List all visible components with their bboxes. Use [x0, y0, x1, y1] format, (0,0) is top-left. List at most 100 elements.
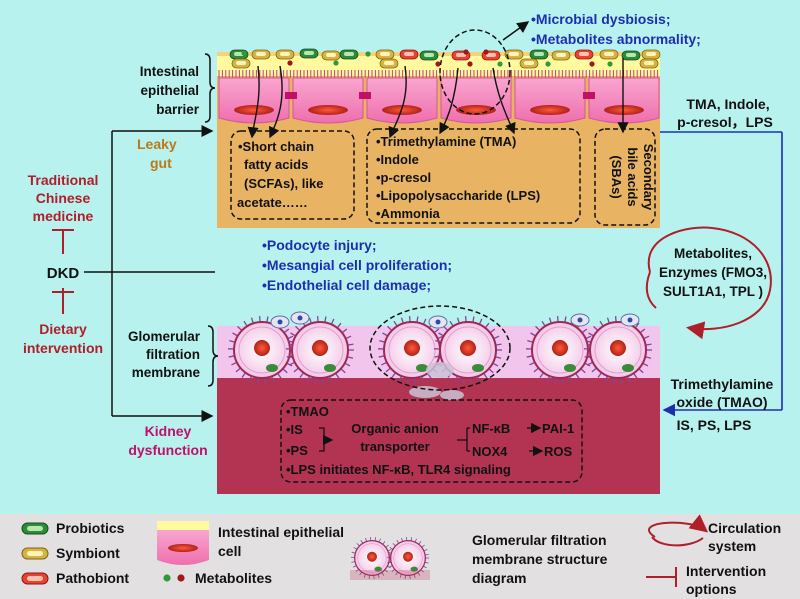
metabolite-dot	[365, 51, 371, 57]
legend-epithelial-cell-swatch	[157, 521, 209, 565]
right-circulation	[645, 131, 783, 417]
scfa-line-2: fatty acids	[244, 157, 308, 172]
bacterium	[621, 50, 641, 61]
membrane-label-3: membrane	[132, 365, 201, 380]
toxin-line-1: •Trimethylamine (TMA)	[376, 134, 516, 149]
legend-circulation-2: system	[708, 538, 756, 554]
circ-tmao-1: Trimethylamine	[671, 376, 774, 392]
legend-glomerular-membrane-swatch	[350, 536, 430, 580]
tight-junction	[359, 92, 371, 99]
bacterium	[504, 49, 524, 60]
circ-top-1: TMA, Indole,	[686, 96, 769, 112]
circ-loop-3: SULT1A1, TPL )	[663, 284, 763, 299]
bacterium	[275, 49, 295, 60]
metabolite-dot	[467, 61, 473, 67]
glomerulus	[386, 536, 430, 580]
epithelial-cell	[514, 77, 586, 124]
bacterium	[551, 50, 571, 61]
kbox-lps: •LPS initiates NF-κB, TLR4 signaling	[286, 462, 511, 477]
dkd-label: DKD	[47, 265, 80, 282]
text-layer: •Microbial dysbiosis; •Metabolites abnor…	[23, 11, 781, 597]
scfa-line-1: •Short chain	[238, 139, 314, 154]
bacterium	[299, 48, 319, 59]
barrier-label-3: barrier	[156, 102, 200, 117]
legend-probiotics: Probiotics	[56, 520, 125, 536]
cell-debris	[409, 386, 441, 398]
legend-intervention-swatch	[646, 567, 677, 587]
legend-probiotics-swatch	[21, 522, 49, 535]
kidney-injury-1: •Podocyte injury;	[262, 237, 377, 253]
dysbiosis-line-2: •Metabolites abnormality;	[531, 31, 701, 47]
cell-debris	[440, 390, 464, 400]
metabolite-dot	[497, 61, 503, 67]
toxin-line-4: •Lipopolysaccharide (LPS)	[376, 188, 540, 203]
epithelial-cell	[218, 77, 290, 124]
diet-label-1: Dietary	[39, 321, 87, 337]
glomerulus	[350, 536, 394, 580]
sba-line-2: bile acids	[625, 147, 640, 206]
toxin-line-5: •Ammonia	[376, 206, 441, 221]
kbox-tmao: •TMAO	[286, 404, 329, 419]
metabolite-dot	[287, 60, 293, 66]
bacterium	[379, 58, 399, 69]
gut-lumen-background	[217, 52, 660, 228]
legend-intervention-2: options	[686, 581, 737, 597]
epithelial-cell	[440, 77, 512, 124]
bacterium	[251, 49, 271, 60]
metabolite-dot	[545, 61, 551, 67]
kidney-mechanism-box	[280, 399, 583, 483]
glomerulus	[583, 316, 652, 384]
kidney-panel	[207, 305, 660, 494]
metabolites-circulation-loop	[647, 226, 772, 340]
tcm-label-3: medicine	[33, 208, 94, 224]
metabolite-dot	[483, 49, 489, 55]
legend-pathobiont: Pathobiont	[56, 570, 129, 586]
toxin-line-2: •Indole	[376, 152, 419, 167]
barrier-label-2: epithelial	[140, 83, 199, 98]
barrier-label-1: Intestinal	[140, 64, 199, 79]
dysbiosis-pointer-arrow	[502, 21, 530, 41]
legend-symbiont: Symbiont	[56, 545, 120, 561]
metabolite-dot	[241, 50, 247, 56]
tight-junction	[285, 92, 297, 99]
kidney-dysfunction-1: Kidney	[145, 423, 192, 439]
legend-metabolites-swatch	[163, 574, 185, 582]
membrane-label-2: filtration	[146, 347, 200, 362]
legend-kidney-band	[350, 570, 430, 580]
scfa-line-4: acetate……	[237, 195, 308, 210]
microvilli-row	[218, 70, 659, 78]
kbox-nox4: NOX4	[472, 444, 508, 459]
circ-tmao-2: oxide (TMAO)	[677, 394, 768, 410]
kidney-dysfunction-2: dysfunction	[128, 442, 207, 458]
kidney-background	[217, 378, 660, 494]
legend-glom-1: Glomerular filtration	[472, 532, 607, 548]
scfa-line-3: (SCFAs), like	[244, 176, 323, 191]
cell-debris	[426, 362, 454, 378]
metabolite-dot	[435, 61, 441, 67]
legend-intervention-1: Intervention	[686, 563, 766, 579]
glomerulus	[285, 316, 354, 384]
legend	[0, 514, 800, 599]
legend-glom-3: diagram	[472, 570, 526, 586]
bacterium	[529, 49, 549, 60]
legend-circulation-1: Circulation	[708, 520, 781, 536]
metabolite-dot	[463, 49, 469, 55]
glomerulus	[227, 316, 296, 384]
scfa-box	[230, 130, 355, 220]
leaky-gut-label-2: gut	[150, 155, 172, 171]
metabolite-dot	[333, 60, 339, 66]
gut-bacteria	[229, 48, 661, 69]
barrier-brace	[204, 53, 216, 123]
kbox-oat-1: Organic anion	[351, 421, 438, 436]
tcm-label-2: Chinese	[36, 190, 91, 206]
kbox-nfkb: NF-κB	[472, 421, 510, 436]
toxin-line-3: •p-cresol	[376, 170, 431, 185]
tcm-label-1: Traditional	[28, 172, 99, 188]
metabolite-dot	[589, 61, 595, 67]
diet-label-2: intervention	[23, 340, 103, 356]
bacterium	[321, 50, 341, 61]
legend-glom-2: membrane structure	[472, 551, 608, 567]
kidney-injury-3: •Endothelial cell damage;	[262, 277, 431, 293]
legend-epithelial-2: cell	[218, 543, 241, 559]
bacterium	[231, 58, 251, 69]
